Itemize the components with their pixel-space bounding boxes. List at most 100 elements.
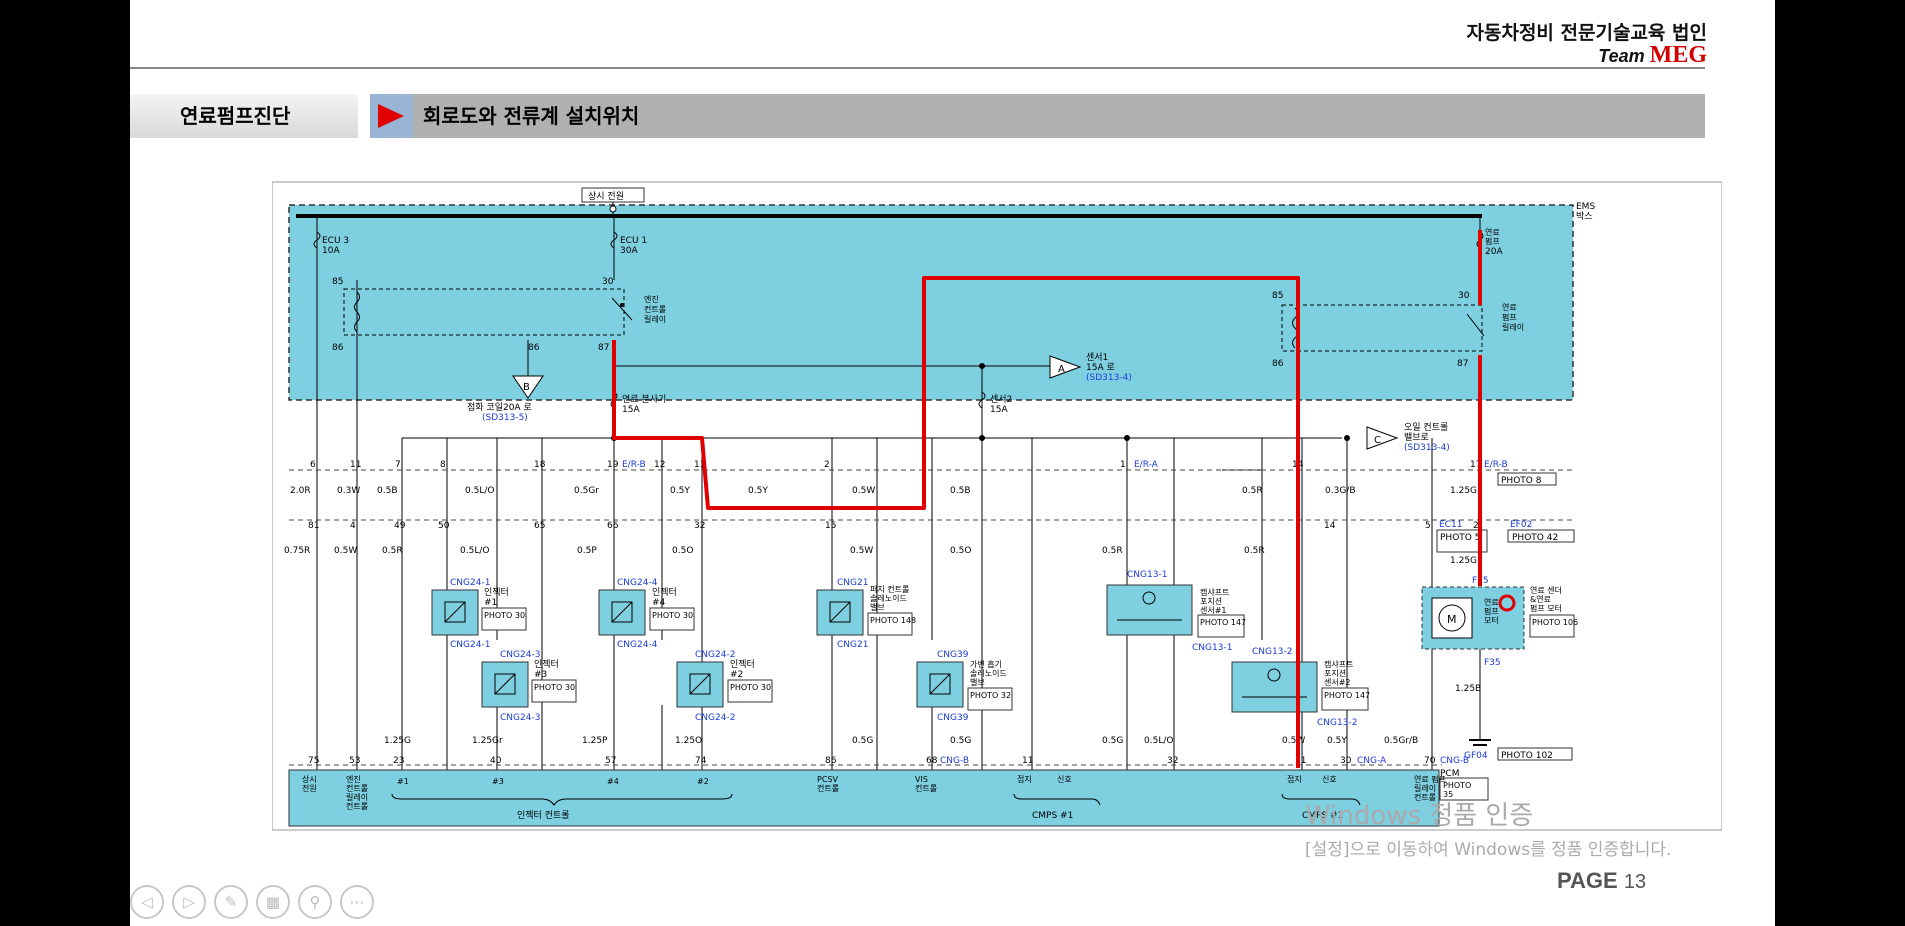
svg-text:CMPS #1: CMPS #1	[1032, 811, 1073, 821]
svg-text:0.5O: 0.5O	[672, 546, 693, 556]
svg-text:E/R-B: E/R-B	[1484, 460, 1508, 470]
svg-text:53: 53	[349, 756, 360, 766]
injector-2: CNG24-2 CNG24-2 인젝터 #2 PHOTO 30	[676, 650, 773, 723]
more-icon[interactable]: ⋯	[340, 885, 374, 919]
svg-text:인젝터: 인젝터	[484, 587, 509, 598]
page-value: 13	[1623, 871, 1647, 893]
svg-text:0.5L/O: 0.5L/O	[465, 486, 494, 496]
forward-icon[interactable]: ▷	[172, 885, 206, 919]
svg-text:B: B	[523, 382, 530, 393]
svg-text:0.5Gr/B: 0.5Gr/B	[1384, 736, 1418, 746]
svg-text:1.25B: 1.25B	[1455, 684, 1481, 694]
svg-text:PHOTO 8: PHOTO 8	[1501, 476, 1542, 486]
pen-icon[interactable]: ✎	[214, 885, 248, 919]
svg-text:0.5G: 0.5G	[852, 736, 873, 746]
back-icon[interactable]: ◁	[130, 885, 164, 919]
svg-text:GF04: GF04	[1464, 751, 1488, 761]
svg-text:8: 8	[440, 460, 446, 470]
svg-text:VIS: VIS	[915, 775, 928, 784]
svg-text:ECU 3: ECU 3	[322, 236, 349, 246]
svg-text:퍼지 컨트롤: 퍼지 컨트롤	[870, 584, 909, 594]
svg-text:57: 57	[605, 756, 616, 766]
svg-text:인젝터: 인젝터	[730, 659, 755, 670]
svg-text:15A 로: 15A 로	[1086, 363, 1115, 373]
team-text: Team	[1598, 46, 1645, 66]
svg-text:11: 11	[350, 460, 361, 470]
svg-text:CNG24-1: CNG24-1	[450, 640, 490, 650]
svg-text:PHOTO: PHOTO	[1443, 781, 1471, 790]
svg-text:66: 66	[607, 521, 619, 531]
pcm-pins: 75 53 23 40 57 74 86 68 11 32 31 30 70 C…	[308, 756, 1469, 766]
svg-text:상시: 상시	[302, 774, 317, 784]
presentation-toolbar: ◁ ▷ ✎ ▦ ⚲ ⋯	[130, 885, 374, 919]
svg-text:CNG-B: CNG-B	[940, 756, 969, 766]
svg-text:0.5R: 0.5R	[382, 546, 403, 556]
svg-text:1.25G: 1.25G	[384, 736, 411, 746]
svg-text:펌프: 펌프	[1484, 606, 1499, 616]
svg-text:31: 31	[1295, 756, 1306, 766]
svg-text:PHOTO 30: PHOTO 30	[534, 683, 575, 692]
svg-text:센서#1: 센서#1	[1200, 605, 1227, 615]
svg-text:CNG39: CNG39	[937, 650, 969, 660]
svg-text:CNG39: CNG39	[937, 713, 969, 723]
svg-text:캠샤프트: 캠샤프트	[1200, 587, 1229, 597]
bottom-wire-labels: 1.25G 1.25Gr 1.25P 1.25O 0.5G 0.5G 0.5G …	[384, 736, 1418, 746]
svg-text:0.5P: 0.5P	[577, 546, 597, 556]
activation-title: Windows 정품 인증	[1305, 801, 1534, 831]
slides-icon[interactable]: ▦	[256, 885, 290, 919]
slide: 자동차정비 전문기술교육 법인 Team MEG 연료펌프진단 회로도와 전류계…	[130, 0, 1775, 926]
svg-text:연료 분사기: 연료 분사기	[622, 394, 666, 405]
svg-text:PHOTO 102: PHOTO 102	[1501, 751, 1553, 761]
svg-text:F35: F35	[1484, 658, 1501, 668]
svg-text:14: 14	[1324, 521, 1336, 531]
svg-text:PHOTO 30: PHOTO 30	[484, 611, 525, 620]
svg-text:32: 32	[694, 521, 705, 531]
svg-text:30: 30	[1340, 756, 1352, 766]
pin-row-1: 6 11 7 8 18 19 12 11 2 1 14 17 E/R-B E/R…	[289, 460, 1572, 471]
svg-text:캠샤프트: 캠샤프트	[1324, 659, 1353, 669]
svg-text:접지: 접지	[1287, 774, 1302, 784]
svg-text:릴레이: 릴레이	[346, 792, 368, 802]
svg-text:오일 컨트롤: 오일 컨트롤	[1404, 422, 1448, 433]
svg-text:68: 68	[926, 756, 938, 766]
svg-text:신호: 신호	[1057, 775, 1072, 784]
svg-text:PHOTO 147: PHOTO 147	[1200, 618, 1246, 627]
svg-text:컨트롤: 컨트롤	[915, 783, 937, 793]
svg-text:컨트롤: 컨트롤	[817, 783, 839, 793]
svg-text:1.25G: 1.25G	[1450, 486, 1477, 496]
svg-text:85: 85	[1272, 291, 1283, 301]
cam-position-sensor-1: CNG13-1 CNG13-1 캠샤프트 포지션 센서#1 PHOTO 147	[1106, 570, 1246, 653]
ems-box	[288, 204, 1574, 401]
svg-text:펌프: 펌프	[1502, 312, 1517, 322]
svg-text:1.25P: 1.25P	[582, 736, 608, 746]
play-arrow-icon	[378, 104, 404, 128]
page-number: PAGE 13	[1557, 868, 1646, 894]
svg-text:70: 70	[1424, 756, 1436, 766]
activation-subtitle: [설정]으로 이동하여 Windows를 정품 인증합니다.	[1305, 840, 1672, 860]
svg-text:CNG24-4: CNG24-4	[617, 640, 658, 650]
svg-text:86: 86	[1272, 359, 1284, 369]
ref-a: A 센서1 15A 로 (SD313-4)	[1049, 352, 1132, 383]
svg-text:릴레이: 릴레이	[644, 314, 666, 324]
svg-text:연료: 연료	[1502, 303, 1517, 312]
svg-text:#1: #1	[484, 598, 497, 608]
svg-text:15: 15	[825, 521, 836, 531]
svg-text:컨트롤: 컨트롤	[1414, 792, 1436, 802]
svg-text:E/R-B: E/R-B	[622, 460, 646, 470]
ems-label-2: 박스	[1576, 211, 1593, 222]
svg-text:펌프 모터: 펌프 모터	[1530, 603, 1562, 613]
fuel-pump-relay: 85 30 86 87 연료 펌프 릴레이	[1272, 291, 1524, 369]
zoom-icon[interactable]: ⚲	[298, 885, 332, 919]
svg-text:전원: 전원	[302, 783, 317, 793]
svg-text:49: 49	[394, 521, 406, 531]
svg-text:CNG24-4: CNG24-4	[617, 578, 658, 588]
section-title: 연료펌프진단	[130, 94, 358, 138]
svg-text:연료 센더: 연료 센더	[1530, 585, 1562, 595]
svg-text:87: 87	[1457, 359, 1468, 369]
svg-text:87: 87	[598, 343, 609, 353]
svg-text:#2: #2	[730, 670, 743, 680]
vis-valve: CNG39 CNG39 가변 흡기 솔레노이드 밸브 PHOTO 32	[916, 650, 1013, 723]
svg-text:인젝터: 인젝터	[652, 587, 677, 598]
svg-text:74: 74	[695, 756, 707, 766]
svg-text:CNG24-3: CNG24-3	[500, 650, 540, 660]
